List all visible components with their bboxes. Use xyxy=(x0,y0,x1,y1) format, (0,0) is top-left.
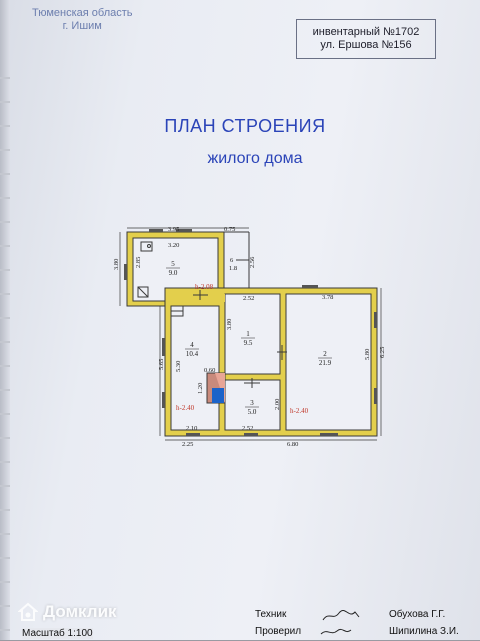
binding-holes xyxy=(0,55,10,640)
dim-left-upper-outer: 3.80 xyxy=(113,259,120,270)
stove xyxy=(206,372,226,404)
room4-area: 10.4 xyxy=(186,350,199,358)
domclick-logo-icon xyxy=(18,602,38,621)
header-location: Тюменская область г. Ишим xyxy=(32,7,133,33)
dim-room2-width: 3.78 xyxy=(322,294,333,301)
check-name: Шипилина З.И. xyxy=(389,626,459,637)
dim-bottom-mid: 2.52 xyxy=(242,425,253,432)
dim-room4-inner: 5.30 xyxy=(175,361,182,372)
fixtures xyxy=(137,241,184,317)
page-title: ПЛАН СТРОЕНИЯ xyxy=(164,116,326,136)
dim-top-step: 0.75 xyxy=(224,226,235,233)
header-inventory: инвентарный №1702 xyxy=(312,26,420,38)
dim-room2-outer: 6.25 xyxy=(379,347,386,358)
porch xyxy=(224,231,250,288)
header-inventory-box: инвентарный №1702 ул. Ершова №156 xyxy=(296,19,436,59)
room1-floor xyxy=(224,293,281,375)
room2-floor xyxy=(285,293,372,431)
dimension-lines xyxy=(119,227,382,441)
dim-step-side: 2.56 xyxy=(249,256,256,268)
dim-chimney-w: 0.60 xyxy=(204,367,215,374)
windows xyxy=(124,229,377,436)
tech-signature xyxy=(319,609,389,626)
header-region: Тюменская область xyxy=(32,7,133,19)
height-label-2: h-2.40 xyxy=(176,404,195,412)
header-address: ул. Ершова №156 xyxy=(320,39,412,51)
room4-floor xyxy=(170,305,220,431)
dim-room2-inner: 5.80 xyxy=(364,349,371,360)
room3-area: 5.0 xyxy=(248,408,257,416)
watermark: Домклик xyxy=(18,602,117,622)
watermark-brand: Домклик xyxy=(43,602,117,621)
room1-area: 9.5 xyxy=(244,339,253,347)
dim-chimney-h: 1.20 xyxy=(197,383,204,394)
dim-step-len: 1.8 xyxy=(229,265,237,272)
dim-room5-width: 3.20 xyxy=(168,242,179,249)
tech-name: Обухова Г.Г. xyxy=(389,609,446,620)
dim-left-upper-inner: 2.85 xyxy=(135,257,142,268)
check-signature xyxy=(319,626,389,641)
dim-room4-outer: 5.65 xyxy=(158,359,165,370)
room5-num: 5 xyxy=(171,260,175,268)
height-label-3: h-2.40 xyxy=(290,407,309,415)
dim-room1-width: 2.52 xyxy=(243,295,254,302)
dim-room3-height: 2.00 xyxy=(274,399,281,410)
check-label: Проверил xyxy=(255,626,302,637)
tech-label: Техник xyxy=(255,609,287,620)
room2-num: 2 xyxy=(323,350,327,358)
room4-num: 4 xyxy=(190,341,194,349)
room5-area: 9.0 xyxy=(169,269,178,277)
height-label-1: h-2.08 xyxy=(195,283,214,291)
dim-bottom-total: 6.80 xyxy=(287,441,298,448)
room3-floor xyxy=(224,379,281,431)
doors xyxy=(193,290,287,388)
dim-top-total: 3.95 xyxy=(168,226,179,233)
dim-room1-height: 3.80 xyxy=(226,319,233,330)
header-city: г. Ишим xyxy=(62,20,102,32)
signature-block: Техник Обухова Г.Г. Проверил Шипилина З.… xyxy=(255,609,459,641)
dim-room4-width: 2.10 xyxy=(186,425,197,432)
page-subtitle: жилого дома xyxy=(207,150,303,167)
scale-label: Масштаб 1:100 xyxy=(22,628,93,639)
dim-step-small: 6 xyxy=(230,257,234,264)
room3-num: 3 xyxy=(250,399,254,407)
room1-num: 1 xyxy=(246,330,250,338)
dim-bottom-left: 2.25 xyxy=(182,441,193,448)
room2-area: 21.9 xyxy=(319,359,332,367)
